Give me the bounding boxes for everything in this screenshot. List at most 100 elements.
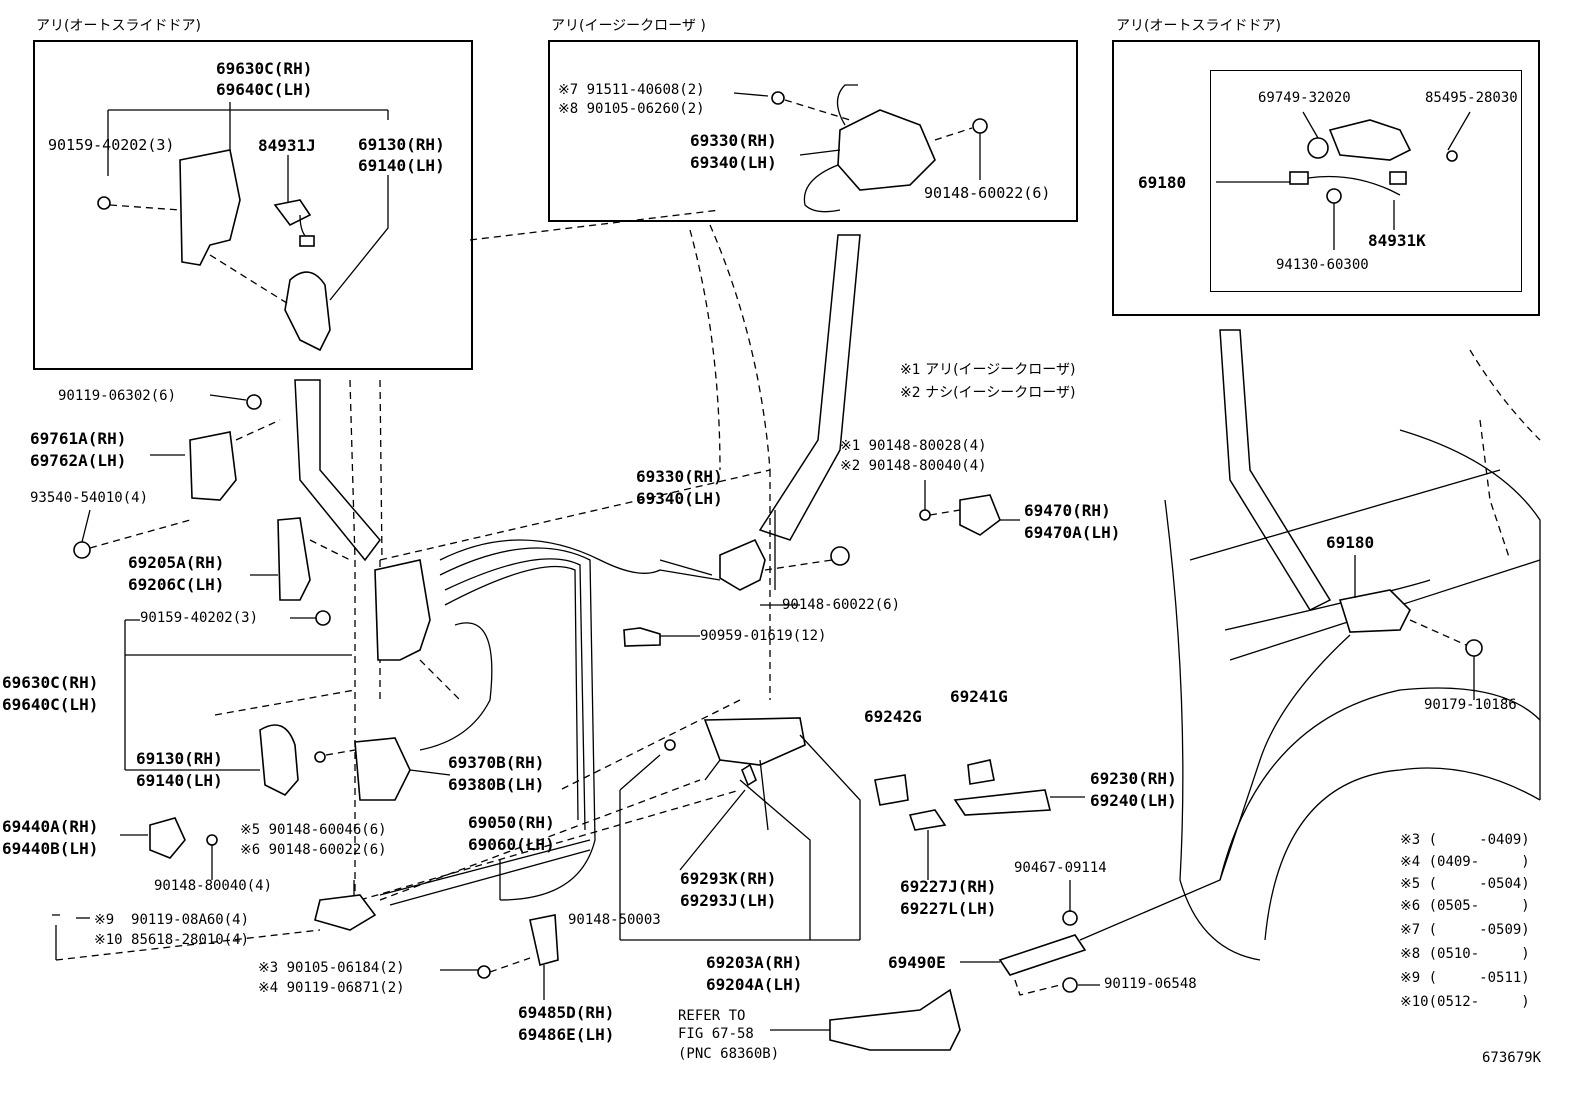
part-number: 69241G: [950, 687, 1008, 706]
handle-pad: [874, 774, 909, 806]
remote-control-lock: [354, 737, 411, 801]
callout-arrow-left: [294, 379, 381, 562]
outside-handle-frame: [703, 717, 806, 766]
part-number: 69050(RH): [468, 813, 555, 832]
part-number: ※1 90148-80028(4): [840, 438, 987, 454]
part-number: 69640C(LH): [2, 695, 99, 714]
part-number: 69470A(LH): [1024, 523, 1121, 542]
part-number: 69293J(LH): [680, 891, 777, 910]
inset-box-auto-slide-door-right: [1112, 40, 1540, 316]
part-number: 69761A(RH): [30, 429, 127, 448]
note-2: ※2 ナシ(イーシークローザ): [900, 385, 1076, 401]
lower-rail-bracket: [998, 934, 1087, 976]
part-number: 84931J: [258, 136, 316, 155]
part-number: ※10 85618-28010(4): [94, 932, 250, 948]
part-number: ※6 90148-60022(6): [240, 842, 387, 858]
box3-title: アリ(オートスライドドア): [1116, 18, 1281, 34]
figure-id: 673679K: [1482, 1050, 1542, 1066]
part-number: 69206C(LH): [128, 575, 225, 594]
legend-row: ※9 ( -0511): [1400, 970, 1530, 986]
part-number: 90159-40202(3): [140, 610, 259, 626]
part-number: 69180: [1138, 173, 1187, 192]
legend-row: ※4 (0409- ): [1400, 854, 1530, 870]
part-number: 69470(RH): [1024, 501, 1111, 520]
part-number: ※8 90105-06260(2): [558, 101, 705, 117]
part-number: 69230(RH): [1090, 769, 1177, 788]
center-hinge-bracket: [529, 914, 559, 966]
part-number: 69762A(LH): [30, 451, 127, 470]
part-number: 90148-80040(4): [154, 878, 273, 894]
part-number: ※2 90148-80040(4): [840, 458, 987, 474]
legend-row: ※8 (0510- ): [1400, 946, 1530, 962]
box2-title: アリ(イージークローザ ): [551, 18, 706, 34]
part-number: 69630C(RH): [2, 673, 99, 692]
lock-assembly-center: [719, 538, 766, 591]
part-number: 69486E(LH): [518, 1025, 615, 1044]
outside-handle: [953, 789, 1052, 816]
part-number: 90148-50003: [568, 912, 661, 928]
callout-arrow-center: [758, 234, 861, 541]
part-number: 94130-60300: [1276, 257, 1369, 273]
part-number: 69203A(RH): [706, 953, 803, 972]
part-number: 69330(RH): [690, 131, 777, 150]
part-number: 69242G: [864, 707, 922, 726]
part-number: 69370B(RH): [448, 753, 545, 772]
door-lock-assembly-box1: [284, 271, 331, 352]
part-number: 69630C(RH): [216, 59, 313, 78]
part-number: 69340(LH): [636, 489, 723, 508]
handle-pad-small: [967, 759, 995, 785]
part-number: 90119-06548: [1104, 976, 1197, 992]
callout-arrow-right: [1219, 329, 1332, 611]
refer-text: (PNC 68360B): [678, 1046, 780, 1062]
part-number: 90159-40202(3): [48, 136, 175, 154]
part-number: 69227J(RH): [900, 877, 997, 896]
part-number: 69227L(LH): [900, 899, 997, 918]
legend-row: ※3 ( -0409): [1400, 832, 1530, 848]
auto-slide-unit: [1338, 589, 1411, 633]
lock-assembly-main: [259, 724, 299, 796]
control-bracket: [277, 517, 311, 601]
part-number: 69440B(LH): [2, 839, 99, 858]
part-number: 90179-10186: [1424, 697, 1517, 713]
legend-row: ※5 ( -0504): [1400, 876, 1530, 892]
part-number: 69204A(LH): [706, 975, 803, 994]
part-number: 69490E: [888, 953, 946, 972]
part-number: 90148-60022(6): [782, 597, 901, 613]
part-number: 69330(RH): [636, 467, 723, 486]
inset-box-auto-slide-door-left: [33, 40, 473, 370]
legend-row: ※7 ( -0509): [1400, 922, 1530, 938]
part-number: 69340(LH): [690, 153, 777, 172]
part-number: 90148-60022(6): [924, 184, 1051, 202]
box1-title: アリ(オートスライドドア): [36, 18, 201, 34]
part-number: 90119-06302(6): [58, 388, 177, 404]
part-number: 69130(RH): [136, 749, 223, 768]
part-number: 69060(LH): [468, 835, 555, 854]
cable-clamp: [623, 627, 661, 647]
part-number: 69293K(RH): [680, 869, 777, 888]
note-1: ※1 アリ(イージークローザ): [900, 362, 1076, 378]
legend-row: ※10(0512- ): [1400, 994, 1530, 1010]
lock-assembly-easy-closer: [837, 109, 936, 191]
part-number: 69380B(LH): [448, 775, 545, 794]
hinge-striker-right: [959, 494, 1001, 536]
part-number: 84931K: [1368, 231, 1426, 250]
part-number: ※9 90119-08A60(4): [94, 912, 250, 928]
part-number: 69440A(RH): [2, 817, 99, 836]
part-number: 90467-09114: [1014, 860, 1107, 876]
part-number: 69749-32020: [1258, 90, 1351, 106]
part-number: ※5 90148-60046(6): [240, 822, 387, 838]
lower-roller-assembly: [829, 988, 961, 1051]
refer-text: FIG 67-58: [678, 1026, 754, 1042]
striker-plate: [149, 817, 186, 859]
lock-base-bracket-box1: [179, 149, 241, 266]
part-number: 90959-01619(12): [700, 628, 827, 644]
part-number: 69485D(RH): [518, 1003, 615, 1022]
inset-box-easy-closer: [548, 40, 1078, 222]
refer-text: REFER TO: [678, 1008, 746, 1024]
part-number: 69240(LH): [1090, 791, 1177, 810]
part-number: 93540-54010(4): [30, 490, 149, 506]
part-number: 69180: [1326, 533, 1375, 552]
handle-cover: [189, 431, 237, 501]
legend-row: ※6 (0505- ): [1400, 898, 1530, 914]
